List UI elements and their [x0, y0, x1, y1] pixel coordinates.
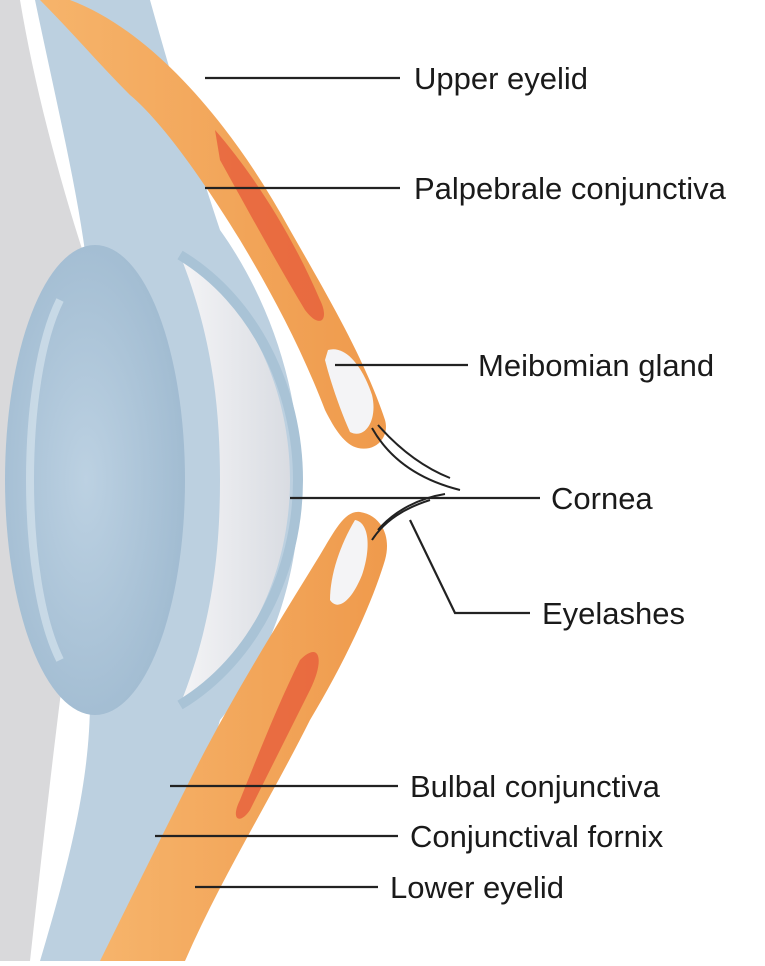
label-eyelashes: Eyelashes	[542, 596, 686, 631]
lower-eyelash-1	[377, 493, 446, 531]
upper-eyelash-1	[371, 427, 461, 491]
label-meibomian-gland: Meibomian gland	[478, 348, 715, 383]
upper-eyelid-shape	[40, 0, 386, 449]
label-bulbal-conjunctiva: Bulbal conjunctiva	[410, 769, 660, 804]
label-palpebrale-conjunctiva: Palpebrale conjunctiva	[414, 171, 726, 206]
cornea-edge	[177, 250, 304, 710]
lens	[5, 245, 185, 715]
label-conjunctival-fornix: Conjunctival fornix	[410, 819, 664, 854]
leader-lines	[155, 76, 540, 889]
upper-eyelash-2	[377, 424, 451, 479]
lens-highlight	[26, 298, 64, 662]
upper-tarsal	[215, 130, 325, 321]
label-cornea: Cornea	[551, 481, 653, 516]
lower-tarsal	[235, 651, 319, 819]
label-lower-eyelid: Lower eyelid	[390, 870, 565, 905]
lower-meibomian	[330, 520, 368, 605]
lower-eyelash-2	[371, 499, 431, 541]
label-upper-eyelid: Upper eyelid	[414, 61, 589, 96]
lower-eyelid-shape	[100, 511, 388, 961]
anterior-chamber	[180, 255, 290, 705]
leader-eyelashes	[409, 519, 530, 615]
upper-meibomian	[325, 349, 374, 434]
